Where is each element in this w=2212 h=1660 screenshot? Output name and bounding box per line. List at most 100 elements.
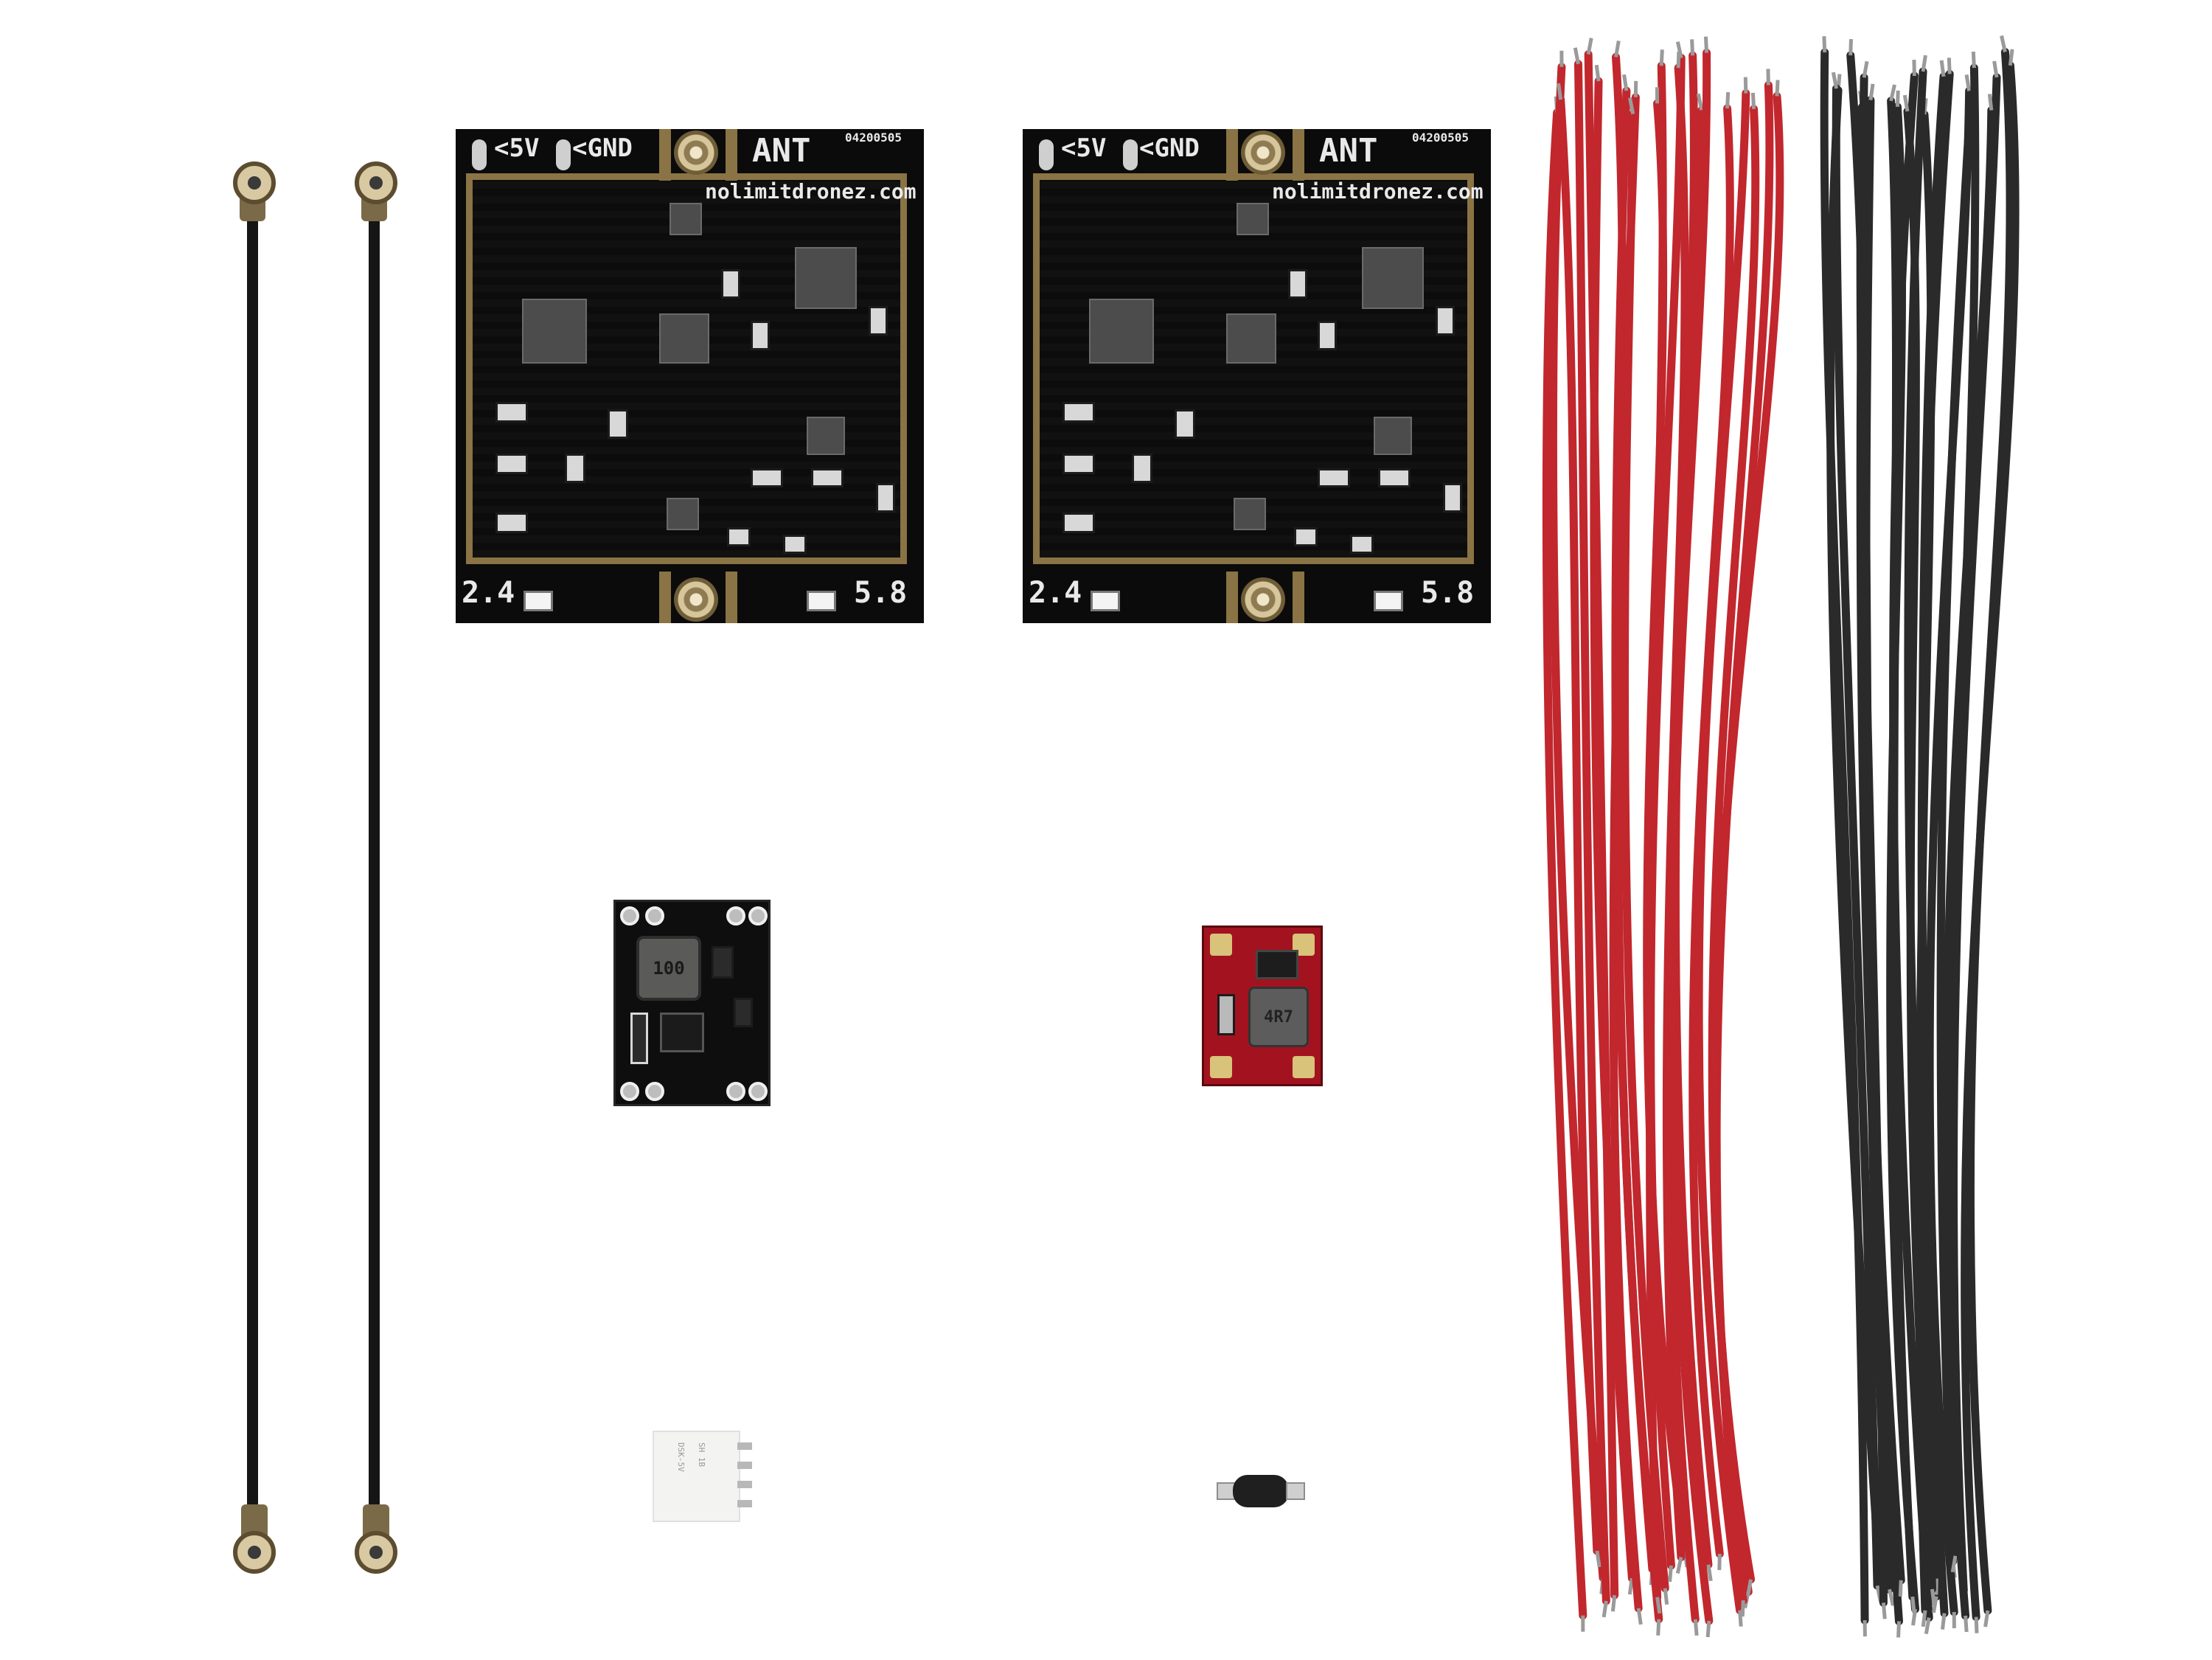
- smd-part: [783, 535, 807, 554]
- wire: [1590, 77, 1636, 1583]
- wire-tip: [1627, 1577, 1634, 1595]
- wire: [1904, 67, 1941, 1583]
- ic-chip: [807, 417, 845, 455]
- wire-tip: [1895, 90, 1900, 107]
- solder-pad: [1039, 139, 1054, 170]
- wire-tip: [1690, 39, 1695, 56]
- buck-converter-black: 100: [613, 900, 771, 1106]
- led-5-8: [1374, 591, 1403, 611]
- wire-tip: [1950, 1555, 1958, 1573]
- wire-tip: [1947, 58, 1952, 74]
- ufl-connector-top: [674, 131, 718, 175]
- ic-chip: [659, 313, 709, 364]
- smd-part: [495, 454, 528, 474]
- smd-part: [721, 269, 740, 299]
- wire-tip: [1746, 1579, 1753, 1597]
- wire: [1917, 69, 1954, 1618]
- relay-pin: [737, 1500, 752, 1507]
- wire: [1862, 96, 1905, 1585]
- wire-tip: [1743, 77, 1748, 94]
- wire-tip: [1601, 1600, 1608, 1618]
- wire-tip: [1655, 1597, 1662, 1614]
- ic-chip: [1374, 417, 1412, 455]
- wire-tip: [1557, 83, 1563, 100]
- wire-tip: [1696, 93, 1704, 111]
- wire-tip: [2000, 35, 2007, 52]
- ufl-connector-bottom: [1241, 577, 1285, 622]
- ic-chip: [669, 203, 702, 235]
- ic-chip: [1362, 247, 1424, 309]
- label-gnd: <GND: [572, 133, 633, 163]
- wire-tip: [1964, 1615, 1969, 1633]
- smd-part: [869, 306, 888, 336]
- smd-part: [1436, 306, 1455, 336]
- wire-tip: [1595, 1550, 1601, 1568]
- red-wire-bundle: [1542, 36, 1784, 1638]
- wire-tip: [1983, 1610, 1990, 1628]
- label-ant: ANT: [752, 132, 811, 170]
- wire-tip: [1822, 36, 1827, 53]
- wire-tip: [1941, 1613, 1947, 1630]
- black-wire-bundle: [1820, 35, 2020, 1638]
- smd-part: [727, 527, 751, 546]
- wire-tip: [1636, 1608, 1643, 1625]
- smd-part: [1318, 321, 1337, 350]
- wire: [1889, 72, 1933, 1622]
- led-5-8: [807, 591, 836, 611]
- label-code: 04200505: [1412, 131, 1470, 145]
- smd-part: [1350, 535, 1374, 554]
- wire-tip: [1902, 94, 1910, 112]
- smd-part: [1294, 527, 1318, 546]
- ant-pad-edge: [1226, 129, 1238, 181]
- diode-lead: [1286, 1482, 1305, 1500]
- label-url: nolimitdronez.com: [705, 179, 917, 204]
- wire-tip: [1939, 60, 1946, 77]
- diode-part: [1256, 950, 1298, 979]
- wire-tip: [1924, 1617, 1931, 1635]
- wire: [1925, 86, 1974, 1616]
- ant-pad-edge: [1293, 572, 1304, 623]
- label-5v: <5V: [1061, 133, 1107, 163]
- wire-tip: [1888, 1588, 1895, 1606]
- wire-tip: [1964, 74, 1972, 91]
- smd-part: [712, 946, 734, 979]
- wire: [1668, 49, 1714, 1625]
- solder-pad: [1210, 1056, 1232, 1078]
- mounting-pad: [748, 906, 768, 925]
- solder-pad: [1293, 1056, 1315, 1078]
- wire-tip: [1663, 1588, 1669, 1605]
- wire-tip: [1740, 1600, 1745, 1617]
- wire-tip: [1930, 1588, 1936, 1606]
- smd-part: [1175, 409, 1195, 439]
- inductor: 4R7: [1248, 987, 1309, 1047]
- wire-tip: [1656, 1619, 1661, 1636]
- wire-tip: [1881, 1602, 1887, 1619]
- label-band-2-4: 2.4: [1029, 576, 1082, 610]
- label-band-5-8: 5.8: [854, 576, 908, 610]
- wire-tip: [1622, 74, 1629, 91]
- solder-pad: [1210, 934, 1232, 956]
- smd-part: [495, 513, 528, 533]
- wire-tip: [1921, 1610, 1927, 1628]
- smd-part: [811, 468, 844, 487]
- wire-tip: [1910, 1596, 1916, 1614]
- ant-pad-edge: [726, 572, 737, 623]
- wire-tip: [1614, 40, 1621, 58]
- solder-pad: [472, 139, 487, 170]
- ic-chip: [660, 1013, 704, 1052]
- smd-part: [608, 409, 628, 439]
- wire-tip: [1610, 1594, 1617, 1612]
- wire: [1832, 84, 1882, 1590]
- wire-tip: [1693, 1619, 1699, 1636]
- wire-tip: [1971, 51, 1976, 69]
- relay-pin: [737, 1442, 752, 1450]
- wire-tip: [1868, 83, 1875, 101]
- diode-body: [1233, 1475, 1289, 1507]
- wire: [1573, 60, 1610, 1605]
- wire-tip: [1738, 1610, 1743, 1627]
- ant-pad-edge: [659, 572, 671, 623]
- label-url: nolimitdronez.com: [1272, 179, 1484, 204]
- wire-tip: [1628, 97, 1635, 115]
